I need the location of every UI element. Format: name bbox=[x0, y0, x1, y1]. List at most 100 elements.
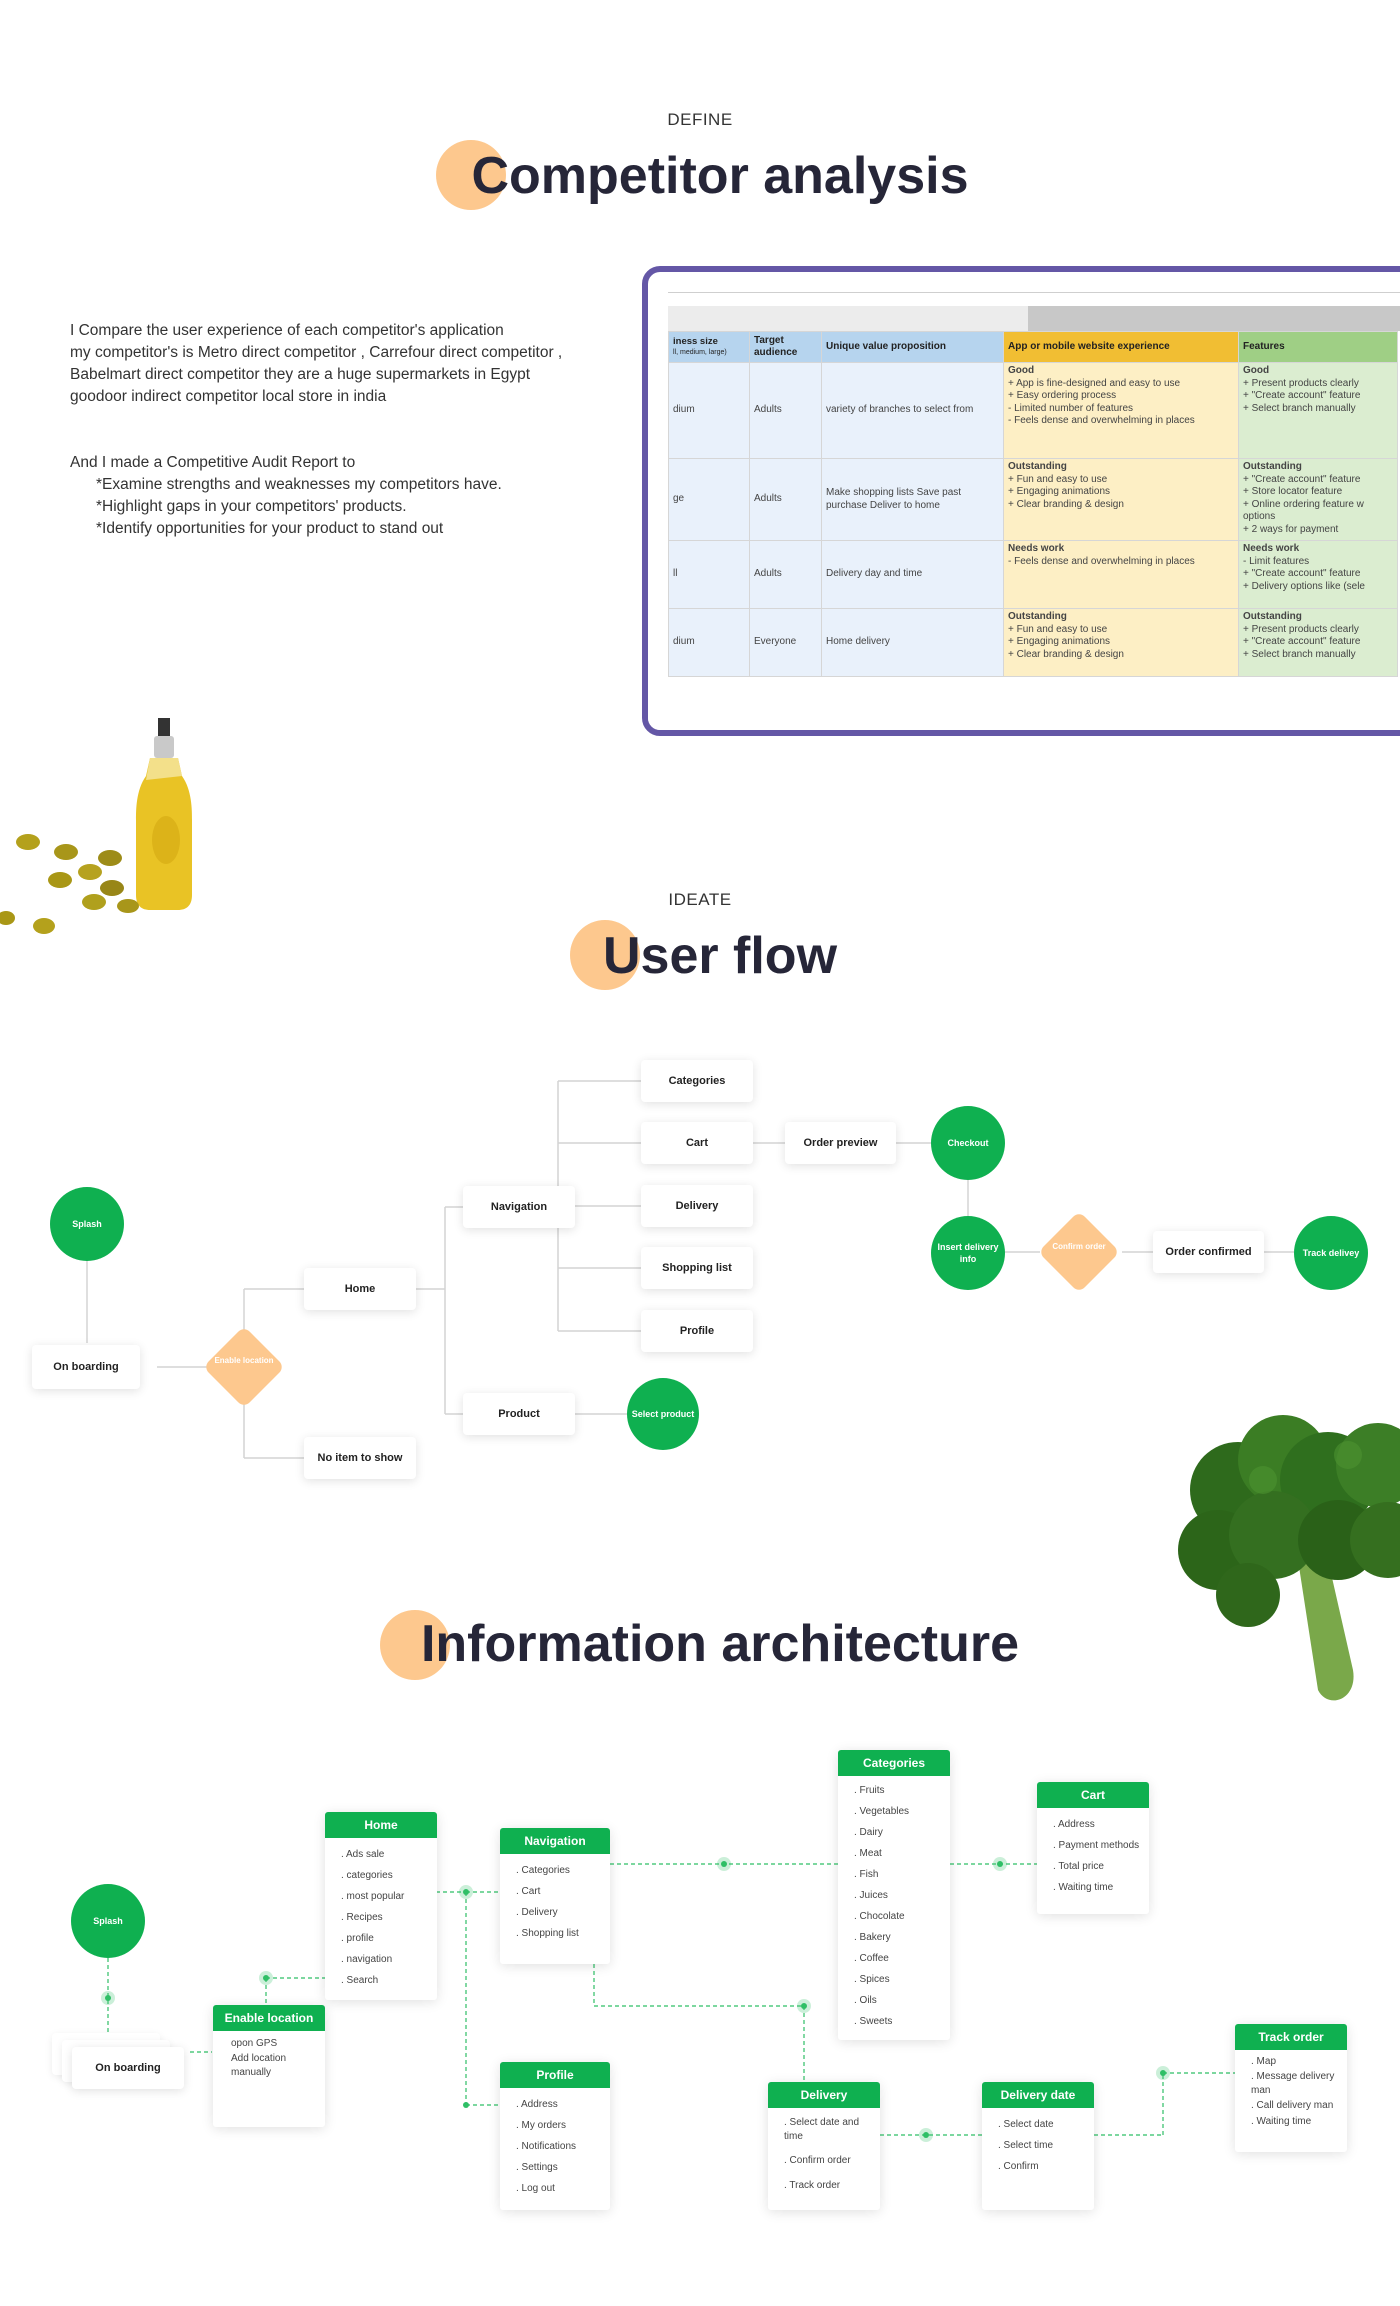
cell: variety of branches to select from bbox=[821, 362, 1004, 459]
flow-checkout-node: Checkout bbox=[931, 1106, 1005, 1180]
ia-navigation-card: Navigation . Categories . Cart . Deliver… bbox=[500, 1828, 610, 1964]
card-item: . Dairy bbox=[854, 1827, 883, 1838]
ia-delivery-date-card: Delivery date . Select date . Select tim… bbox=[982, 2082, 1094, 2210]
card-item: . Message delivery man bbox=[1251, 2071, 1335, 2096]
card-item: . Notifications bbox=[516, 2141, 577, 2152]
card-title: Navigation bbox=[500, 1828, 610, 1854]
header-audience: Target audience bbox=[749, 331, 822, 363]
cell: Adults bbox=[749, 458, 822, 541]
table-row: ll Adults Delivery day and time Needs wo… bbox=[668, 540, 1398, 609]
cell: dium bbox=[668, 608, 750, 677]
card-item: . Chocolate bbox=[854, 1911, 905, 1922]
flow-home-node: Home bbox=[304, 1268, 416, 1310]
information-architecture-title: Information architecture bbox=[420, 1615, 1020, 1673]
card-item: . Vegetables bbox=[854, 1806, 910, 1817]
header-features: Features bbox=[1238, 331, 1398, 363]
audit-point: *Identify opportunities for your product… bbox=[96, 520, 444, 537]
card-item: Add location manually bbox=[231, 2053, 287, 2078]
flow-cart-node: Cart bbox=[641, 1122, 753, 1164]
card-item: . Delivery bbox=[516, 1907, 558, 1918]
card-item: . Search bbox=[341, 1975, 379, 1986]
ia-enable-location-card: Enable location opon GPS Add location ma… bbox=[213, 2005, 325, 2127]
card-item: . My orders bbox=[516, 2120, 567, 2131]
title-accent-dot bbox=[570, 920, 640, 990]
intro-line: goodoor indirect competitor local store … bbox=[70, 388, 387, 405]
card-item: . Fruits bbox=[854, 1785, 885, 1796]
table-row: ge Adults Make shopping lists Save past … bbox=[668, 458, 1398, 541]
header-uvp: Unique value proposition bbox=[821, 331, 1004, 363]
flow-shopping-list-node: Shopping list bbox=[641, 1247, 753, 1289]
card-title: Track order bbox=[1235, 2024, 1347, 2050]
flow-product-node: Product bbox=[463, 1393, 575, 1435]
header-experience: App or mobile website experience bbox=[1003, 331, 1239, 363]
card-item: . Categories bbox=[516, 1865, 570, 1876]
card-item: . Spices bbox=[854, 1974, 890, 1985]
card-item: . Oils bbox=[854, 1995, 877, 2006]
audit-intro: And I made a Competitive Audit Report to bbox=[70, 454, 356, 471]
cell: Home delivery bbox=[821, 608, 1004, 677]
card-item: . Meat bbox=[854, 1848, 882, 1859]
card-item: . profile bbox=[341, 1933, 374, 1944]
audit-point: *Highlight gaps in your competitors' pro… bbox=[96, 498, 407, 515]
flow-profile-node: Profile bbox=[641, 1310, 753, 1352]
card-item: . Settings bbox=[516, 2162, 558, 2173]
card-item: . Bakery bbox=[854, 1932, 891, 1943]
flow-splash-node: Splash bbox=[50, 1187, 124, 1261]
flow-categories-node: Categories bbox=[641, 1060, 753, 1102]
card-title: Enable location bbox=[213, 2005, 325, 2031]
cell: Adults bbox=[749, 540, 822, 609]
card-item: . Map bbox=[1251, 2056, 1277, 2067]
card-item: . Cart bbox=[516, 1886, 541, 1897]
card-item: . Select date and time bbox=[784, 2117, 860, 2142]
cell: Adults bbox=[749, 362, 822, 459]
ia-categories-card: Categories . Fruits . Vegetables . Dairy… bbox=[838, 1750, 950, 2040]
flow-order-preview-node: Order preview bbox=[785, 1122, 896, 1164]
card-item: . Coffee bbox=[854, 1953, 889, 1964]
flow-track-delivery-node: Track delivey bbox=[1294, 1216, 1368, 1290]
card-item: . Select time bbox=[998, 2140, 1054, 2151]
card-title: Delivery bbox=[768, 2082, 880, 2108]
flow-confirm-order-label: Confirm order bbox=[1052, 1242, 1106, 1251]
olive-oil-illustration bbox=[0, 718, 192, 934]
card-item: . navigation bbox=[341, 1954, 393, 1965]
cell: ll bbox=[668, 540, 750, 609]
ia-on-boarding-node: On boarding bbox=[72, 2047, 184, 2089]
flow-order-confirmed-node: Order confirmed bbox=[1153, 1231, 1264, 1273]
title-accent-dot bbox=[436, 140, 506, 210]
card-item: . most popular bbox=[341, 1891, 405, 1902]
ia-home-card: Home . Ads sale . categories . most popu… bbox=[325, 1812, 437, 2000]
card-item: . Sweets bbox=[854, 2016, 893, 2027]
cell: dium bbox=[668, 362, 750, 459]
flow-insert-delivery-node: Insert delivery info bbox=[931, 1216, 1005, 1290]
card-item: . Total price bbox=[1053, 1861, 1104, 1872]
card-item: . Shopping list bbox=[516, 1928, 579, 1939]
ia-profile-card: Profile . Address . My orders . Notifica… bbox=[500, 2062, 610, 2210]
cell: Good+ Present products clearly+ "Create … bbox=[1238, 362, 1398, 459]
intro-line: Babelmart direct competitor they are a h… bbox=[70, 366, 531, 383]
card-item: . categories bbox=[341, 1870, 393, 1881]
intro-line: my competitor's is Metro direct competit… bbox=[70, 344, 563, 361]
card-item: . Ads sale bbox=[341, 1849, 385, 1860]
card-item: . Track order bbox=[784, 2180, 841, 2191]
table-row: dium Adults variety of branches to selec… bbox=[668, 362, 1398, 459]
card-item: . Payment methods bbox=[1053, 1840, 1140, 1851]
card-item: . Recipes bbox=[341, 1912, 383, 1923]
cell: Needs work- Feels dense and overwhelming… bbox=[1003, 540, 1239, 609]
cell: Outstanding+ Fun and easy to use+ Engagi… bbox=[1003, 608, 1239, 677]
card-item: . Fish bbox=[854, 1869, 879, 1880]
card-item: . Address bbox=[1053, 1819, 1095, 1830]
flow-enable-location-label: Enable location bbox=[214, 1356, 274, 1365]
card-item: . Confirm bbox=[998, 2161, 1039, 2172]
card-item: . Waiting time bbox=[1053, 1882, 1114, 1893]
flow-navigation-node: Navigation bbox=[463, 1186, 575, 1228]
cell: Good+ App is fine-designed and easy to u… bbox=[1003, 362, 1239, 459]
card-title: Delivery date bbox=[982, 2082, 1094, 2108]
broccoli-illustration bbox=[1178, 1415, 1400, 1701]
cell: ge bbox=[668, 458, 750, 541]
card-item: . Select date bbox=[998, 2119, 1054, 2130]
ia-delivery-card: Delivery . Select date and time . Confir… bbox=[768, 2082, 880, 2210]
user-flow-title: User flow bbox=[602, 927, 838, 985]
